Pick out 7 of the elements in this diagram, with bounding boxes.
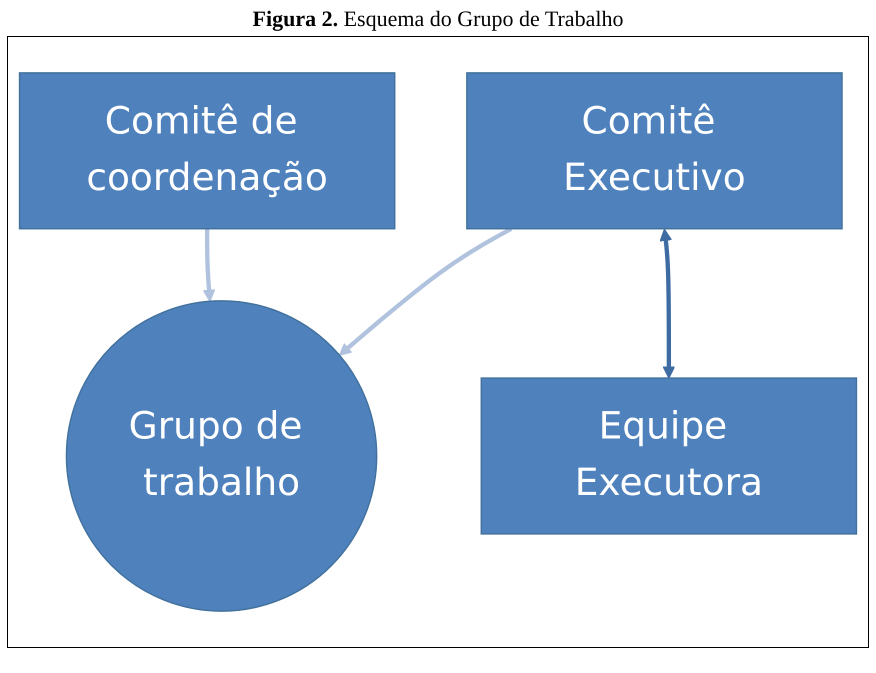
node-box: Comitê de coordenação xyxy=(18,72,396,230)
arrow xyxy=(660,228,676,379)
figure-title: Figura 2. Esquema do Grupo de Trabalho xyxy=(252,6,624,32)
node-circle: Grupo de trabalho xyxy=(66,300,378,612)
node-box: Equipe Executora xyxy=(480,377,858,535)
arrow xyxy=(202,228,216,302)
node-box: Comitê Executivo xyxy=(466,72,843,230)
